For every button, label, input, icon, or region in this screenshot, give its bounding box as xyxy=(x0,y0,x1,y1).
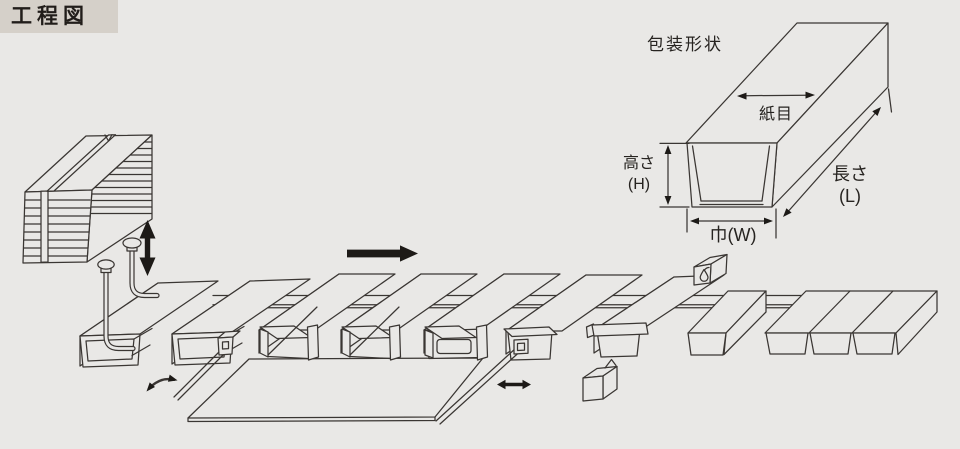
package-shape-box xyxy=(659,22,893,239)
package-group xyxy=(764,290,938,356)
glue-drop-icon xyxy=(699,266,710,282)
fold-station xyxy=(258,273,396,361)
fold-station xyxy=(423,273,561,361)
height-dimension-arrow xyxy=(659,142,690,208)
grain-label: 紙目 xyxy=(758,106,793,123)
length-symbol: (L) xyxy=(839,186,861,206)
height-symbol: (H) xyxy=(627,176,651,193)
wrap-tube xyxy=(79,280,219,368)
shuttle-double-arrow-icon xyxy=(497,379,531,390)
seal-station xyxy=(585,274,725,358)
lift-double-arrow-icon xyxy=(139,220,156,276)
fold-station-rod xyxy=(435,274,643,425)
strap-band xyxy=(40,190,49,263)
strap-band-top xyxy=(46,134,117,192)
width-label: 巾(W) xyxy=(709,225,757,245)
suction-cup-icon xyxy=(97,237,160,352)
push-rod xyxy=(435,338,529,425)
flow-arrow-icon xyxy=(347,245,418,262)
package-shape-heading: 包装形状 xyxy=(647,35,723,54)
height-label-text: 高さ xyxy=(622,155,655,172)
fold-station xyxy=(340,273,478,361)
length-label: 長さ (L) xyxy=(820,163,880,207)
swing-arrow-icon xyxy=(146,374,178,392)
width-dimension-arrow xyxy=(686,208,777,239)
wrap-tube-feeding xyxy=(171,278,311,401)
push-rod xyxy=(173,330,241,401)
length-label-text: 長さ xyxy=(832,164,868,184)
wrapping-sheet xyxy=(187,357,484,423)
sealed-package xyxy=(687,290,767,356)
height-label: 高さ (H) xyxy=(614,153,664,195)
length-dimension-arrow xyxy=(783,88,893,217)
sheet-stack-icon xyxy=(22,134,153,264)
glue-applicator xyxy=(693,253,728,286)
page-title: 工程図 xyxy=(0,0,118,33)
grain-dimension-arrow xyxy=(737,91,815,100)
small-cube xyxy=(582,358,618,402)
strap-notch xyxy=(104,134,113,142)
